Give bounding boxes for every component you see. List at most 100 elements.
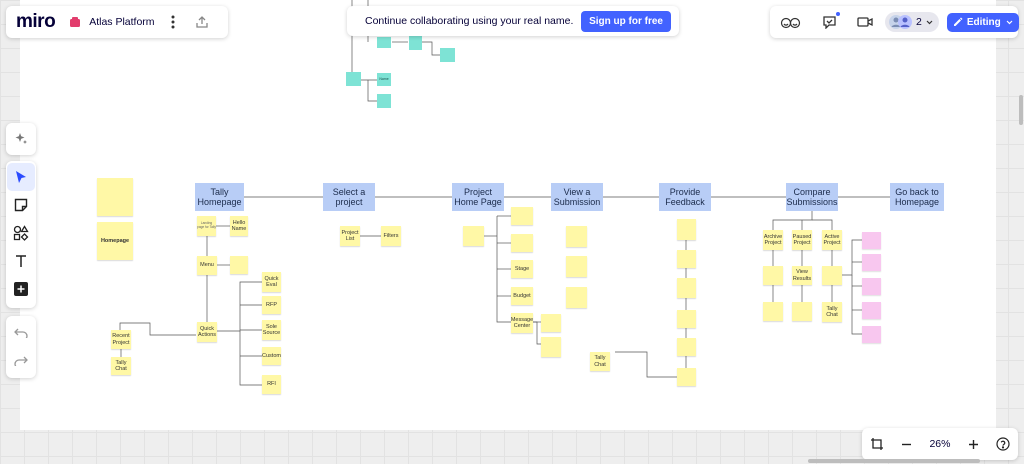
sticky-note[interactable]: [677, 250, 696, 268]
vertical-scrollbar[interactable]: [1019, 95, 1023, 125]
undo-icon[interactable]: [7, 319, 35, 347]
help-icon[interactable]: [996, 437, 1010, 451]
sole-source-sticky[interactable]: Sole Source: [262, 320, 281, 340]
archive-project-sticky[interactable]: Archive Project: [763, 230, 783, 250]
tally-chat-sticky[interactable]: Tally Chat: [822, 302, 842, 322]
pink-sticky-note[interactable]: [862, 278, 881, 295]
tally-chat-sticky[interactable]: Tally Chat: [590, 352, 610, 371]
banner-message: Continue collaborating using your real n…: [365, 15, 574, 27]
rfi-sticky[interactable]: RFI: [262, 375, 281, 394]
collaborators[interactable]: 2: [885, 12, 939, 32]
ai-assist-icon[interactable]: [13, 131, 29, 147]
quick-eval-sticky[interactable]: Quick Eval: [262, 272, 281, 292]
pencil-icon: [953, 17, 963, 27]
sticky-note[interactable]: [463, 226, 484, 246]
blank-sticky-note[interactable]: [97, 178, 133, 216]
teal-sticky-note[interactable]: [440, 48, 455, 62]
teal-sticky-note[interactable]: [346, 72, 361, 86]
editing-label: Editing: [966, 16, 1001, 28]
comments-icon[interactable]: [822, 12, 840, 29]
fit-to-screen-icon[interactable]: [870, 437, 884, 451]
board-icon: [69, 16, 81, 28]
active-project-sticky[interactable]: Active Project: [822, 230, 842, 250]
custom-sticky[interactable]: Custom: [262, 347, 281, 365]
sticky-note[interactable]: [677, 219, 696, 240]
teal-sticky-name[interactable]: Name: [377, 73, 391, 86]
sticky-note[interactable]: [763, 302, 783, 321]
export-icon[interactable]: [195, 15, 209, 29]
collaborator-count: 2: [916, 16, 922, 28]
sticky-note[interactable]: [792, 302, 812, 321]
sticky-note[interactable]: [677, 368, 696, 386]
signup-button[interactable]: Sign up for free: [581, 10, 671, 32]
sticky-note[interactable]: [566, 256, 587, 277]
homepage-sticky[interactable]: Homepage: [97, 222, 133, 260]
select-cursor-icon[interactable]: [7, 163, 35, 191]
project-list-sticky[interactable]: Project List: [340, 226, 360, 246]
sticky-note[interactable]: [511, 234, 533, 252]
more-options-icon[interactable]: [171, 15, 175, 29]
reactions-icon[interactable]: [780, 15, 802, 29]
view-results-sticky[interactable]: View Results: [792, 266, 812, 285]
whiteboard-canvas[interactable]: [20, 0, 996, 430]
text-icon[interactable]: [7, 247, 35, 275]
frame-view-submission[interactable]: View a Submission: [551, 183, 603, 211]
board-header: miro Atlas Platform: [6, 6, 228, 38]
sticky-note[interactable]: [541, 337, 561, 357]
video-call-icon[interactable]: [857, 16, 873, 28]
message-center-sticky[interactable]: Message Center: [511, 313, 533, 333]
paused-project-sticky[interactable]: Paused Project: [792, 230, 812, 250]
sticky-note[interactable]: [677, 278, 696, 298]
sticky-note[interactable]: [677, 338, 696, 356]
chevron-down-icon: [1006, 20, 1013, 25]
history-toolbar: [6, 316, 36, 378]
frame-select-project[interactable]: Select a project: [323, 183, 375, 211]
editing-mode-button[interactable]: Editing: [946, 12, 1019, 32]
menu-sticky[interactable]: Menu: [197, 256, 217, 275]
pink-sticky-note[interactable]: [862, 254, 881, 271]
rfp-sticky[interactable]: RFP: [262, 296, 281, 314]
creation-toolbar: [6, 161, 36, 308]
budget-sticky[interactable]: Budget: [511, 287, 533, 305]
sticky-note[interactable]: [822, 266, 842, 285]
sticky-note[interactable]: [566, 287, 587, 308]
chevron-down-icon: [926, 20, 933, 25]
frame-project-home[interactable]: Project Home Page: [452, 183, 504, 211]
miro-logo[interactable]: miro: [16, 11, 56, 32]
zoom-level[interactable]: 26%: [929, 438, 951, 450]
filters-sticky[interactable]: Filters: [381, 226, 401, 246]
sticky-note[interactable]: [763, 266, 783, 285]
frame-provide-feedback[interactable]: Provide Feedback: [659, 183, 711, 211]
sticky-note[interactable]: [541, 314, 561, 332]
frame-go-back[interactable]: Go back to Homepage: [890, 183, 944, 211]
pink-sticky-note[interactable]: [862, 302, 881, 319]
sticky-note[interactable]: [566, 226, 587, 247]
frame-tally-homepage[interactable]: Tally Homepage: [195, 183, 244, 211]
collaboration-bar: 2 Editing: [770, 6, 1019, 38]
teal-sticky-note[interactable]: [377, 37, 391, 48]
recent-project-sticky[interactable]: Recent Project: [111, 330, 131, 349]
signup-banner: Continue collaborating using your real n…: [347, 6, 679, 36]
zoom-in-icon[interactable]: [968, 439, 979, 450]
redo-icon[interactable]: [7, 347, 35, 375]
horizontal-scrollbar[interactable]: [808, 459, 980, 463]
frame-compare-submissions[interactable]: Compare Submissions: [786, 183, 838, 211]
shapes-icon[interactable]: [7, 219, 35, 247]
sticky-note[interactable]: [230, 256, 248, 274]
quick-actions-sticky[interactable]: Quick Actions: [197, 322, 217, 342]
zoom-out-icon[interactable]: [901, 439, 912, 450]
tally-chat-sticky[interactable]: Tally Chat: [111, 357, 131, 375]
teal-sticky-note[interactable]: [409, 34, 422, 50]
landing-sticky[interactable]: Landing page for Tally: [197, 216, 216, 236]
sticky-note[interactable]: [511, 207, 533, 225]
pink-sticky-note[interactable]: [862, 232, 881, 249]
add-more-icon[interactable]: [7, 275, 35, 303]
pink-sticky-note[interactable]: [862, 326, 881, 343]
teal-sticky-note[interactable]: [377, 94, 391, 108]
sticky-note[interactable]: [677, 310, 696, 328]
hello-name-sticky[interactable]: Hello Name: [230, 216, 248, 236]
sticky-note-icon[interactable]: [7, 191, 35, 219]
stage-sticky[interactable]: Stage: [511, 260, 533, 278]
ai-tool-panel: [6, 123, 36, 155]
board-name[interactable]: Atlas Platform: [89, 16, 155, 28]
